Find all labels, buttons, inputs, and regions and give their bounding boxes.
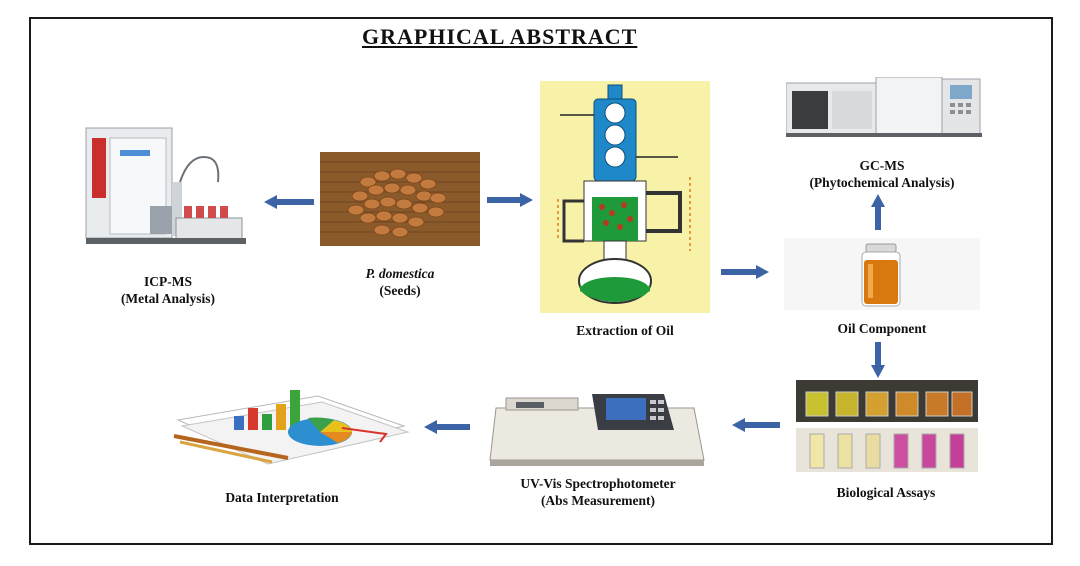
seeds-subtitle: (Seeds) <box>379 283 421 298</box>
gcms-instrument-image <box>786 77 982 137</box>
oil-title: Oil Component <box>837 321 927 336</box>
gcms-title: GC-MS <box>859 158 905 173</box>
uvvis-spectrophotometer-image <box>489 394 705 466</box>
arrow-oil-to-gcms <box>871 194 885 230</box>
arrow-seeds-to-extraction <box>487 193 533 207</box>
arrow-seeds-to-icpms <box>264 195 314 209</box>
seeds-label: P. domestica (Seeds) <box>320 265 480 299</box>
uvvis-subtitle: (Abs Measurement) <box>540 493 656 508</box>
seeds-species-name: P. domestica <box>365 266 435 281</box>
icpms-instrument-image <box>85 127 246 244</box>
assays-label: Biological Assays <box>786 484 986 501</box>
uvvis-title: UV-Vis Spectrophotometer <box>520 476 676 491</box>
icpms-subtitle: (Metal Analysis) <box>120 291 216 306</box>
assays-title: Biological Assays <box>836 485 936 500</box>
icpms-label: ICP-MS (Metal Analysis) <box>88 273 248 307</box>
figure-title: GRAPHICAL ABSTRACT <box>362 24 638 49</box>
figure-frame <box>29 17 1053 545</box>
plum-seeds-image <box>320 152 480 246</box>
gcms-subtitle: (Phytochemical Analysis) <box>809 175 955 190</box>
oil-label: Oil Component <box>784 320 980 337</box>
oil-vial-image <box>784 238 980 310</box>
arrow-uvvis-to-data <box>424 420 470 434</box>
extraction-title: Extraction of Oil <box>576 323 674 338</box>
data-label: Data Interpretation <box>182 489 382 506</box>
icpms-title: ICP-MS <box>144 274 192 289</box>
arrow-extraction-to-oil <box>721 265 769 279</box>
uvvis-label: UV-Vis Spectrophotometer (Abs Measuremen… <box>478 475 718 509</box>
arrow-assays-to-uvvis <box>732 418 780 432</box>
data-title: Data Interpretation <box>225 490 339 505</box>
soxhlet-extractor-image <box>540 81 710 313</box>
data-interpretation-image <box>173 390 410 465</box>
biological-assays-image <box>796 380 978 472</box>
gcms-label: GC-MS (Phytochemical Analysis) <box>770 157 994 191</box>
arrow-oil-to-assays <box>871 342 885 378</box>
extraction-label: Extraction of Oil <box>540 322 710 339</box>
